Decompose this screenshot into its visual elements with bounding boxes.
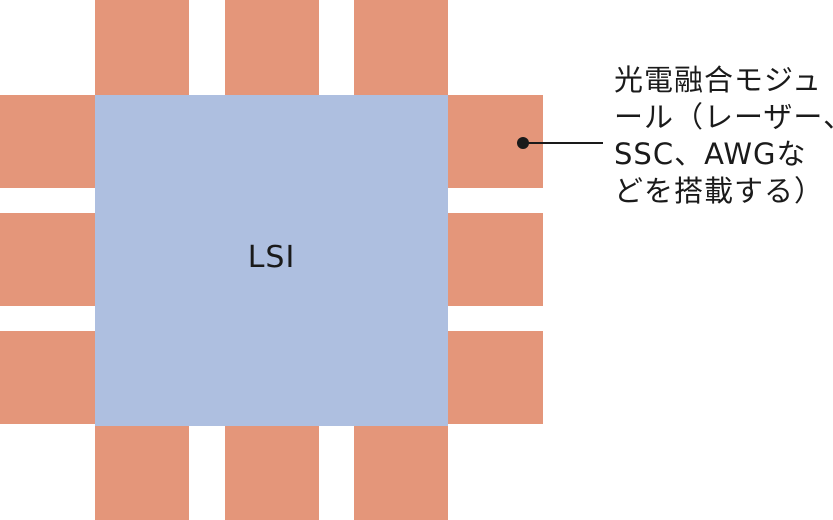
leader-dot — [517, 137, 529, 149]
module-top-1 — [95, 0, 189, 95]
module-right-3 — [448, 331, 543, 424]
module-left-1 — [0, 95, 95, 188]
module-bottom-2 — [225, 426, 319, 520]
module-bottom-3 — [354, 426, 448, 520]
module-left-2 — [0, 213, 95, 306]
callout-line-1: 光電融合モジュ — [614, 63, 822, 97]
callout-line-4: どを搭載する） — [614, 174, 825, 208]
module-callout: 光電融合モジュ ール（レーザー、 SSC、AWGな どを搭載する） — [614, 62, 833, 222]
callout-line-2: ール（レーザー、 — [614, 100, 833, 134]
module-right-2 — [448, 213, 543, 306]
lsi-chip: LSI — [95, 95, 448, 426]
leader-line — [523, 142, 603, 144]
module-left-3 — [0, 331, 95, 424]
lsi-label: LSI — [247, 240, 296, 275]
module-top-3 — [354, 0, 448, 95]
module-bottom-1 — [95, 426, 189, 520]
module-top-2 — [225, 0, 319, 95]
callout-line-3: SSC、AWGな — [614, 137, 807, 171]
